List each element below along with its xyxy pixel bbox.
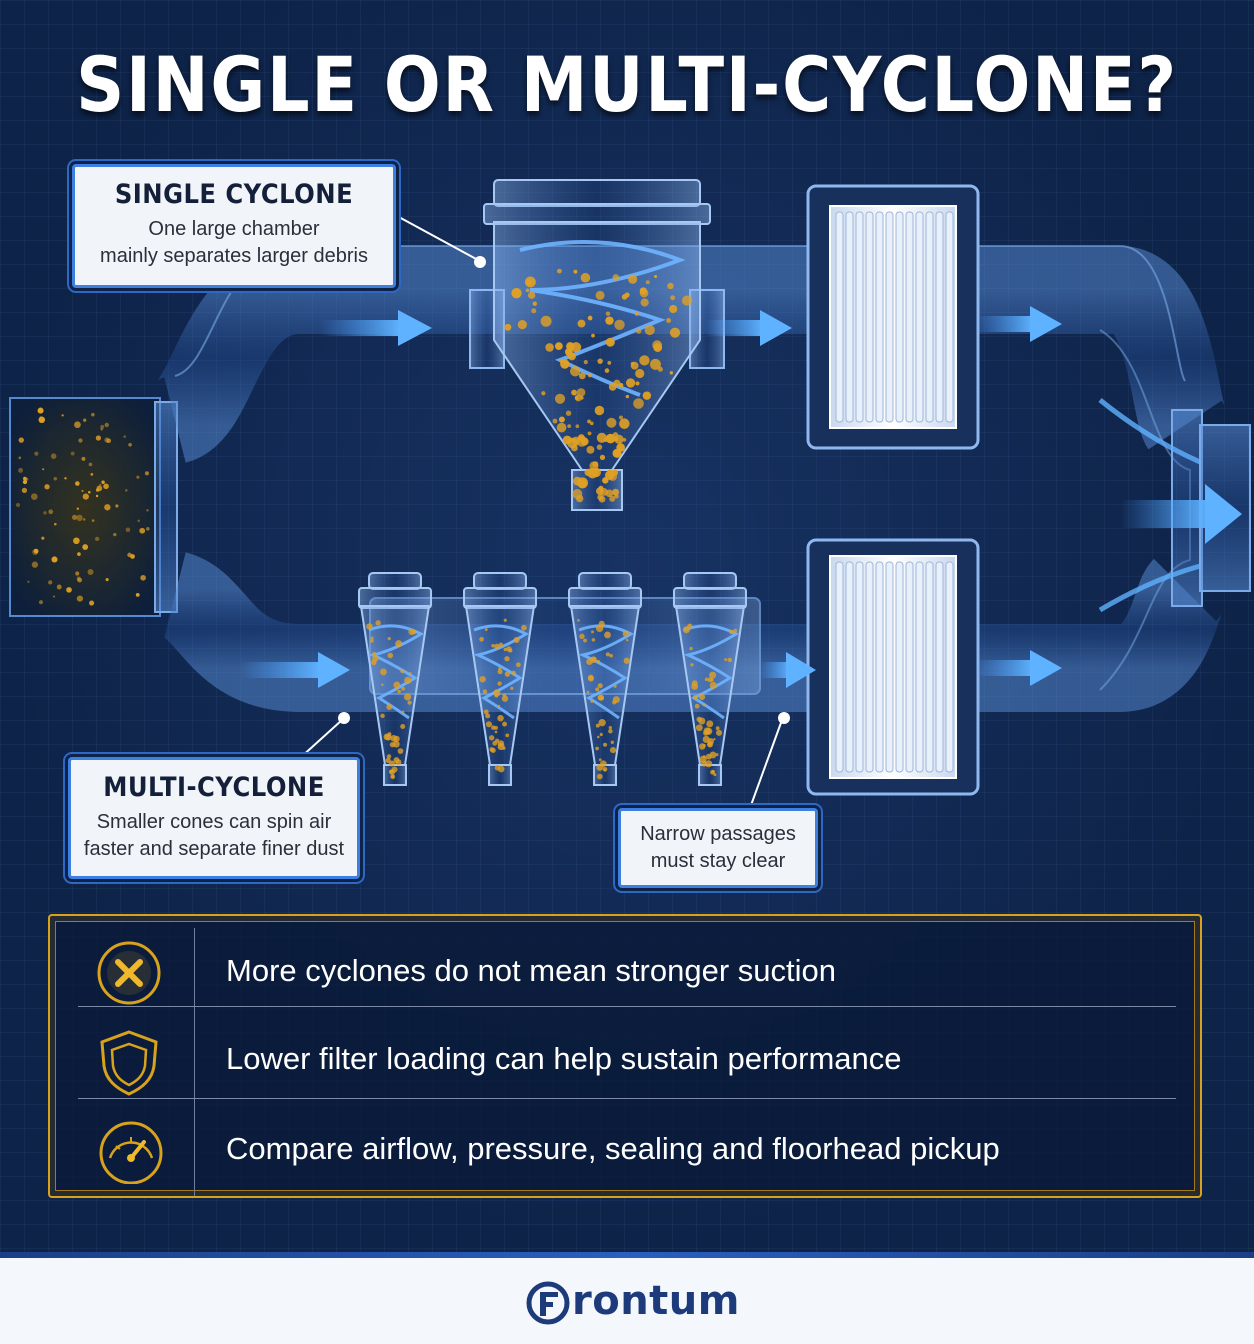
callout-line: mainly separates larger debris xyxy=(100,245,368,267)
brand-name: rontum xyxy=(572,1278,740,1324)
callout-line: One large chamber xyxy=(148,218,320,240)
callout-title: SINGLE CYCLONE xyxy=(114,179,354,210)
leader-lines xyxy=(299,209,790,809)
info-text: More cyclones do not mean stronger sucti… xyxy=(226,953,836,988)
single-cyclone-dust xyxy=(504,268,693,503)
airflow-diagram xyxy=(9,179,1251,809)
info-row: Compare airflow, pressure, sealing and f… xyxy=(78,1106,1176,1196)
callout-title: MULTI-CYCLONE xyxy=(103,772,325,803)
flow-arrow xyxy=(760,652,816,688)
mini-cyclone xyxy=(568,572,642,786)
inlet-duct xyxy=(9,397,178,617)
multi-cyclone-array xyxy=(358,572,761,786)
info-text: Compare airflow, pressure, sealing and f… xyxy=(226,1131,1000,1166)
single-cyclone-callout: SINGLE CYCLONE One large chamber mainly … xyxy=(72,164,396,288)
divider xyxy=(78,1006,1176,1007)
mini-cyclone xyxy=(463,572,537,786)
flow-arrow xyxy=(240,652,350,688)
flow-arrow xyxy=(320,310,432,346)
merge-flow-line xyxy=(1098,398,1202,465)
divider xyxy=(78,1098,1176,1099)
callout-line: Smaller cones can spin air xyxy=(96,811,332,833)
info-text: Lower filter loading can help sustain pe… xyxy=(226,1041,902,1076)
mini-cyclone xyxy=(673,572,747,786)
gauge-icon xyxy=(99,1121,163,1184)
mini-cyclone xyxy=(358,572,432,786)
callout-line: faster and separate finer dust xyxy=(83,838,345,860)
single-cyclone xyxy=(469,179,725,511)
inlet-dust-particles xyxy=(15,407,150,606)
flow-arrow xyxy=(705,310,792,346)
stage-border xyxy=(0,1252,1254,1258)
narrow-passages-callout: Narrow passages must stay clear xyxy=(618,808,818,888)
key-points-panel: More cyclones do not mean stronger sucti… xyxy=(48,914,1202,1198)
info-row: Lower filter loading can help sustain pe… xyxy=(78,1016,1176,1106)
page-title: SINGLE OR MULTI-CYCLONE? xyxy=(76,40,1178,129)
merge-flow-line xyxy=(1098,563,1201,613)
flow-arrow xyxy=(975,306,1062,342)
outlet-arrow xyxy=(1120,484,1242,544)
upper-filter xyxy=(806,184,980,450)
brand-logo: rontum xyxy=(526,1278,739,1325)
x-circle-icon xyxy=(97,941,161,1005)
flow-arrows xyxy=(240,306,1242,688)
callout-line: must stay clear xyxy=(650,850,786,872)
lower-filter xyxy=(806,538,980,796)
callout-line: Narrow passages xyxy=(640,823,796,845)
footer xyxy=(0,1258,1254,1344)
info-row: More cyclones do not mean stronger sucti… xyxy=(78,928,1176,1018)
upper-pipe xyxy=(154,246,1226,463)
flow-arrow xyxy=(975,650,1062,686)
multi-cyclone-callout: MULTI-CYCLONE Smaller cones can spin air… xyxy=(68,757,360,879)
frontum-logo-icon xyxy=(526,1281,570,1325)
diagram-stage: SINGLE OR MULTI-CYCLONE? SINGLE CYCLONE … xyxy=(0,0,1254,1252)
shield-icon xyxy=(100,1030,158,1096)
